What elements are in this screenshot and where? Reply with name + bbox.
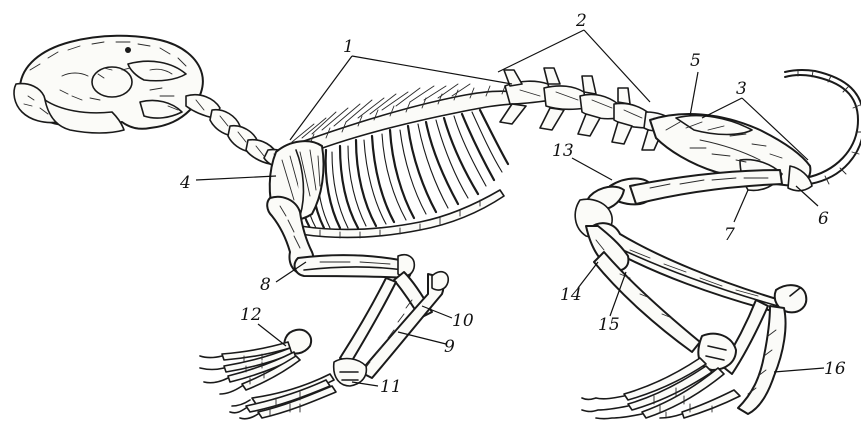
label-2: 2 <box>575 11 587 31</box>
label-14: 14 <box>560 285 582 305</box>
label-9: 9 <box>444 337 455 357</box>
hindlimb <box>575 170 806 419</box>
vertebral-column <box>290 68 676 158</box>
label-7: 7 <box>724 225 735 245</box>
label-3: 3 <box>736 79 747 99</box>
label-13: 13 <box>552 141 574 161</box>
label-6: 6 <box>818 209 829 229</box>
forelimb <box>200 141 448 419</box>
label-15: 15 <box>598 315 620 335</box>
label-12: 12 <box>240 305 262 325</box>
label-8: 8 <box>260 275 271 295</box>
label-1: 1 <box>343 37 354 57</box>
skull <box>14 36 203 133</box>
label-11: 11 <box>380 377 402 397</box>
label-10: 10 <box>452 311 474 331</box>
label-5: 5 <box>690 51 701 71</box>
label-16: 16 <box>824 359 846 379</box>
label-4: 4 <box>179 173 191 193</box>
